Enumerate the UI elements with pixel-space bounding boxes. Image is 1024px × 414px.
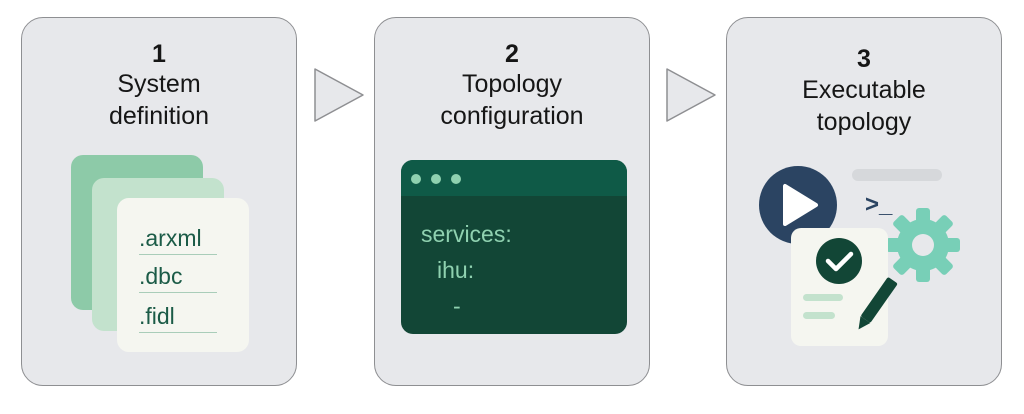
file-extension-label: .arxml (139, 224, 217, 255)
file-extension-label: .dbc (139, 262, 217, 293)
file-sheet-front: .arxml .dbc .fidl (117, 198, 249, 352)
gear-icon (886, 208, 960, 282)
window-dot-icon (431, 174, 441, 184)
check-circle-icon (816, 238, 862, 284)
step-card-topology-configuration: 2 Topology configuration services: ihu: … (374, 17, 650, 386)
window-dot-icon (451, 174, 461, 184)
play-icon (759, 166, 837, 244)
step-title: Topology configuration (375, 68, 649, 132)
terminal-window: services: ihu: - (401, 160, 627, 334)
placeholder-bar (852, 169, 942, 181)
arrow-right-icon (314, 68, 364, 122)
step-title-line: System (117, 70, 201, 98)
step-title-line: Topology (461, 70, 563, 98)
prompt-symbol: >_ (865, 191, 893, 218)
pen-icon (858, 277, 898, 330)
step-title-line: configuration (440, 102, 584, 130)
executable-illustration: >_ (759, 166, 960, 346)
step-number: 3 (857, 45, 871, 73)
step-number: 1 (152, 40, 166, 68)
step-card-executable-topology: 3 Executable topology >_ (726, 17, 1002, 386)
step-title-line: topology (816, 108, 912, 136)
code-line: - (453, 293, 461, 319)
step-title: System definition (22, 68, 296, 132)
arrow-right-icon (666, 68, 716, 122)
step-number: 2 (505, 40, 519, 68)
code-line: ihu: (437, 257, 475, 283)
code-line: services: (421, 221, 512, 247)
window-dot-icon (411, 174, 421, 184)
step-title-line: definition (108, 102, 210, 130)
terminal-title-bar (401, 160, 627, 196)
step-title-line: Executable (802, 76, 926, 104)
step-title: Executable topology (727, 74, 1001, 138)
step-card-system-definition: 1 System definition .arxml .dbc .fidl (21, 17, 297, 386)
file-extension-label: .fidl (139, 302, 217, 333)
